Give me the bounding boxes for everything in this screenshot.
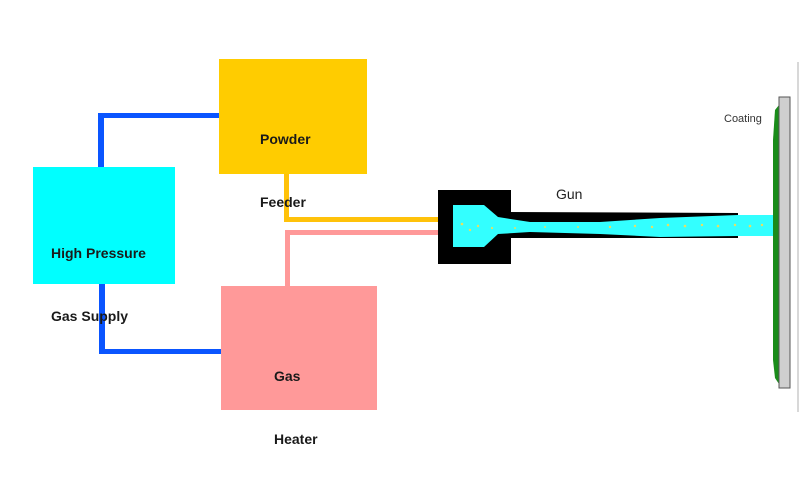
- gas-supply-label-line1: High Pressure: [51, 245, 146, 261]
- coating-label: Coating: [724, 113, 762, 125]
- gun-and-substrate-graphic: [438, 62, 799, 412]
- gas-heater-label: Gas Heater: [274, 324, 318, 492]
- gas-supply-label-line2: Gas Supply: [51, 308, 129, 324]
- gas-heater-label-line2: Heater: [274, 431, 318, 447]
- substrate-plate: [778, 96, 791, 389]
- right-edge-line: [797, 62, 799, 412]
- powder-feeder-label-line1: Powder: [260, 131, 311, 147]
- powder-feeder-label: Powder Feeder: [260, 87, 311, 255]
- gas-supply-box: High Pressure Gas Supply: [33, 167, 175, 324]
- nozzle-flow: [453, 205, 773, 247]
- gas-heater-box: Gas Heater: [221, 286, 377, 447]
- coating-layer: [773, 105, 779, 384]
- powder-feeder-label-line2: Feeder: [260, 194, 306, 210]
- gas-heater-label-line1: Gas: [274, 368, 301, 384]
- powder-particles: [460, 222, 764, 232]
- gas-supply-label: High Pressure Gas Supply: [51, 201, 146, 369]
- powder-feeder-box: Powder Feeder: [219, 59, 367, 210]
- gun-label: Gun: [556, 186, 583, 202]
